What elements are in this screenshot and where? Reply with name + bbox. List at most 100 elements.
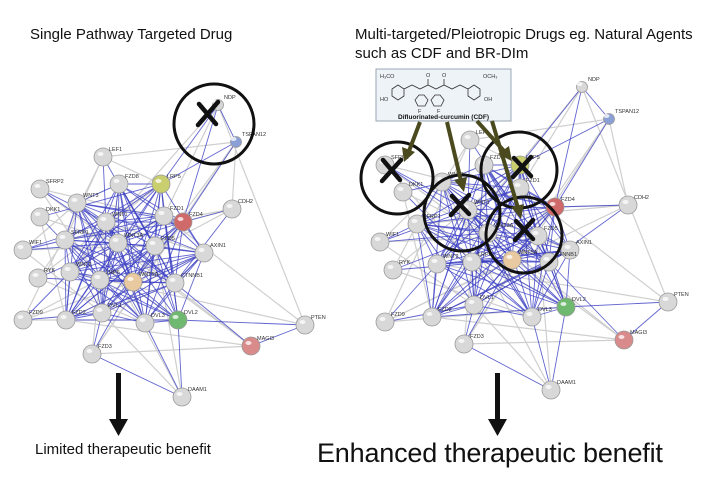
left-node-sphere: [55, 230, 75, 250]
left-node-sphere: [92, 303, 112, 323]
right-node-highlight: [622, 200, 629, 204]
right-node-sphere: [556, 297, 576, 317]
left-interaction-edge: [174, 282, 252, 347]
right-grey-edge: [581, 86, 669, 303]
right-interaction-edge: [471, 206, 556, 263]
left-interaction-edge: [64, 239, 103, 314]
atom-label-6: O: [442, 73, 447, 79]
right-node-fzd4: FZD4: [545, 197, 575, 217]
left-node-wnt3a: WNT3A: [108, 233, 144, 253]
left-node-sphere: [67, 193, 87, 213]
right-node-label: AXIN1: [576, 240, 592, 246]
right-grey-edge: [402, 191, 489, 234]
left-node-cdh2: CDH2: [222, 199, 253, 219]
left-interaction-edge: [91, 281, 134, 355]
right-interaction-edge: [463, 343, 552, 391]
target-circle-sfrp: [359, 140, 435, 216]
left-node-fzd8: FZD8: [109, 174, 139, 194]
right-interaction-edge: [431, 164, 521, 318]
single-target-circle: [172, 82, 256, 166]
right-interaction-edge: [511, 249, 571, 261]
right-grey-edge: [463, 339, 625, 345]
left-node-fzd9: FZD9: [13, 310, 43, 330]
right-node-highlight: [564, 245, 571, 249]
atom-label-1: H₃CO: [380, 74, 395, 80]
right-interaction-edge: [554, 118, 610, 208]
right-node-label: SFRP1: [423, 214, 441, 220]
left-node-sphere: [13, 310, 33, 330]
right-node-label: DVL2: [572, 297, 586, 303]
right-interaction-edge: [554, 86, 583, 208]
left-node-label: DVL3: [151, 313, 165, 319]
left-grey-edge: [65, 319, 252, 347]
right-interaction-edge: [441, 181, 550, 263]
left-grey-edge: [102, 156, 162, 185]
left-interaction-edge: [132, 252, 205, 283]
right-node-sphere: [545, 197, 565, 217]
left-node-sphere: [123, 272, 143, 292]
right-interaction-edge: [416, 223, 433, 318]
right-interaction-edge: [392, 259, 513, 271]
right-node-fzd9: FZD9: [375, 312, 405, 332]
left-node-tspan12: TSPAN12: [230, 132, 266, 148]
right-interaction-edge: [519, 164, 539, 237]
left-node-wnt1: WNT1: [96, 212, 128, 232]
right-node-wnt5a: WNT5A: [502, 250, 538, 270]
right-node-label: DVL1: [480, 295, 494, 301]
right-node-sphere: [462, 252, 482, 272]
right-node-sphere: [522, 307, 542, 327]
left-node-sfrp2: SFRP2: [30, 179, 64, 199]
left-node-highlight: [158, 211, 165, 215]
left-interaction-edge: [132, 183, 162, 283]
left-node-sphere: [241, 336, 261, 356]
left-interaction-edge: [65, 221, 184, 321]
right-interaction-edge: [431, 181, 443, 318]
right-node-sphere: [560, 240, 580, 260]
left-interaction-edge: [65, 183, 120, 321]
left-interaction-edge: [76, 202, 101, 281]
right-interaction-edge: [384, 263, 438, 323]
left-node-sphere: [90, 270, 110, 290]
right-grey-edge: [473, 304, 552, 391]
left-interaction-edge: [64, 215, 165, 241]
left-grey-edge: [64, 208, 233, 241]
cdf-structure-box: H₃CO HO OCH₃ OH O O F F Difluorinated-cu…: [375, 68, 512, 122]
right-node-sphere: [460, 130, 480, 150]
left-interaction-edge: [76, 202, 205, 254]
right-node-fzd3: FZD3: [454, 334, 484, 354]
right-node-sphere: [422, 307, 442, 327]
left-node-lrp6: LRP6: [90, 270, 120, 290]
right-node-label: FZD4: [561, 197, 575, 203]
left-node-highlight: [230, 137, 237, 141]
left-down-arrow: [109, 373, 128, 436]
left-node-highlight: [96, 308, 103, 312]
left-node-highlight: [34, 184, 41, 188]
left-node-wif1: WIF1: [13, 240, 42, 260]
left-node-label: LRP6: [106, 270, 120, 276]
left-interaction-edge: [37, 242, 119, 279]
right-node-highlight: [387, 265, 394, 269]
right-node-label: PTEN: [674, 292, 689, 298]
right-node-label: FZD2: [438, 307, 452, 313]
left-interaction-edge: [91, 353, 183, 398]
left-node-label: WNT3: [83, 193, 99, 199]
left-interaction-edge: [76, 202, 134, 283]
left-interaction-edge: [37, 277, 134, 283]
right-interaction-edge: [623, 301, 669, 341]
left-node-lrp5: LRP5: [151, 174, 181, 194]
left-node-label: DAAM1: [188, 387, 207, 393]
left-interaction-edge: [76, 202, 103, 314]
right-node-ryk: RYK: [383, 260, 411, 280]
left-node-sphere: [56, 310, 76, 330]
left-node-highlight: [17, 315, 24, 319]
right-node-highlight: [560, 302, 567, 306]
left-node-label: WNT3A: [124, 233, 144, 239]
right-node-lrp6: LRP6: [462, 252, 492, 272]
right-node-sphere: [618, 195, 638, 215]
left-interaction-edge: [65, 282, 176, 321]
right-node-sphere: [370, 232, 390, 252]
right-node-highlight: [618, 335, 625, 339]
